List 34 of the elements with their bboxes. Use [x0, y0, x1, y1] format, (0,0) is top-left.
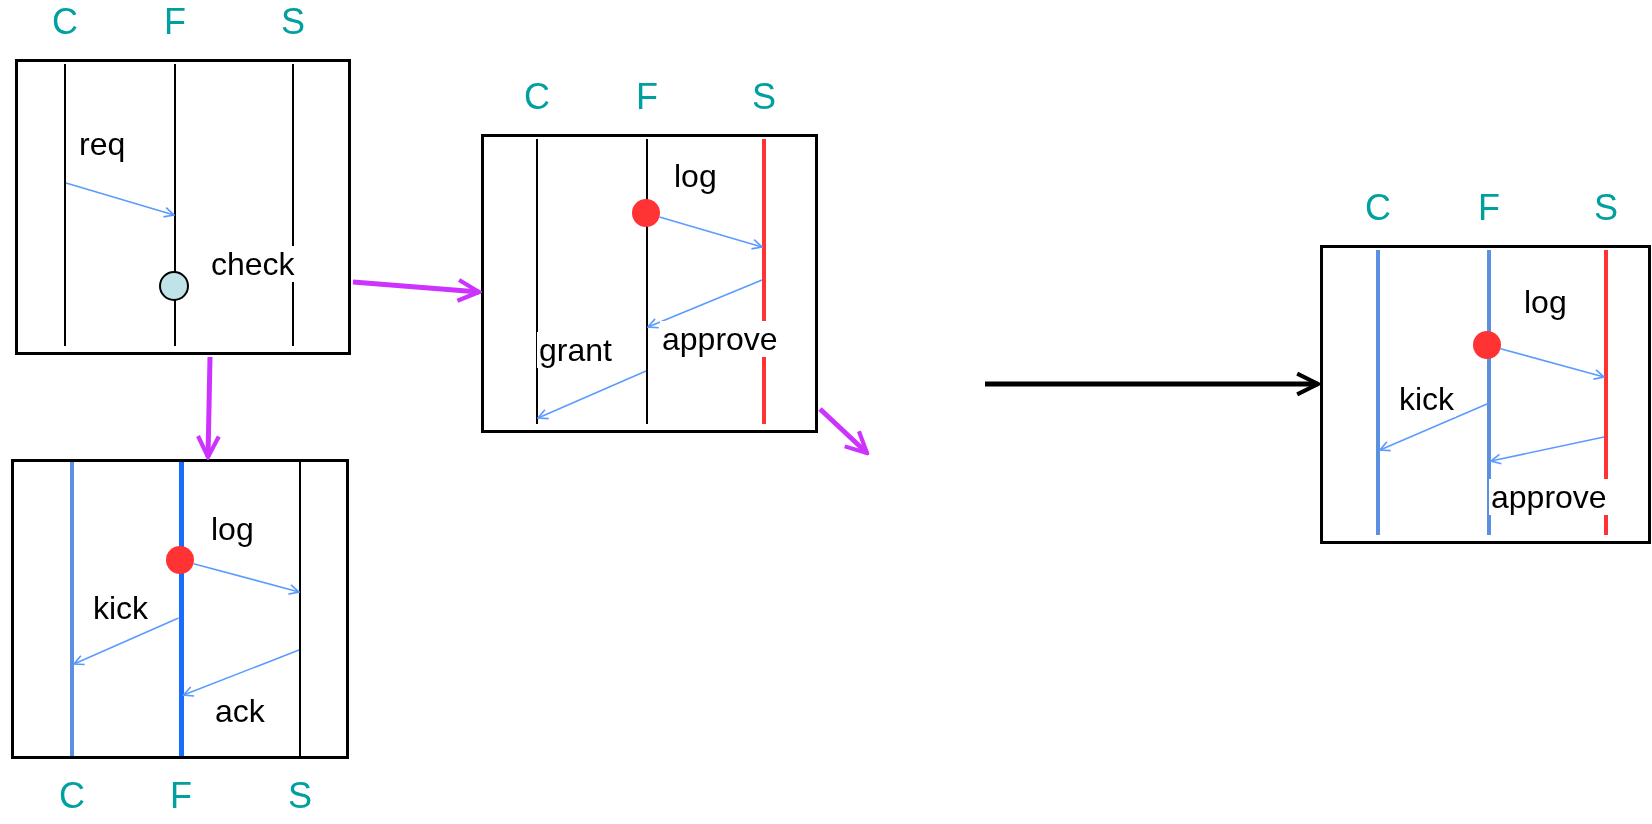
transition-arrow [818, 407, 870, 456]
transition-arrow [352, 277, 482, 303]
transition-arrow [195, 356, 221, 460]
event-dot [1473, 331, 1501, 359]
lifeline-label: C [51, 2, 79, 42]
lifeline-label: S [287, 776, 313, 816]
event-dot [166, 546, 194, 574]
message-arrow [647, 279, 763, 329]
message-arrow [182, 649, 300, 697]
step-label: check [209, 246, 297, 282]
lifeline-label: S [280, 2, 306, 42]
edge-label: approve [660, 321, 780, 357]
message-arrow [192, 562, 300, 595]
lifeline-label: C [1364, 188, 1392, 228]
lifeline-label: C [523, 77, 551, 117]
transition-arrow [985, 371, 1321, 397]
lifeline-label: S [1593, 188, 1619, 228]
message-arrow [73, 617, 180, 666]
message-arrow [65, 182, 175, 218]
message-arrow [1490, 436, 1605, 465]
lifeline-label: S [751, 77, 777, 117]
event-dot [159, 271, 189, 301]
lifeline-label: F [1477, 188, 1501, 228]
lifeline-label: F [635, 77, 659, 117]
message-arrow [1499, 347, 1605, 380]
message-arrow [537, 370, 647, 420]
edge-label: approve [1489, 479, 1609, 515]
event-dot [632, 199, 660, 227]
lifeline-label: F [163, 2, 187, 42]
edge-label: grant [537, 332, 614, 368]
message-arrow [1379, 403, 1488, 452]
lifeline-label: C [58, 776, 86, 816]
message-arrow [658, 216, 763, 250]
lifeline-label: F [169, 776, 193, 816]
